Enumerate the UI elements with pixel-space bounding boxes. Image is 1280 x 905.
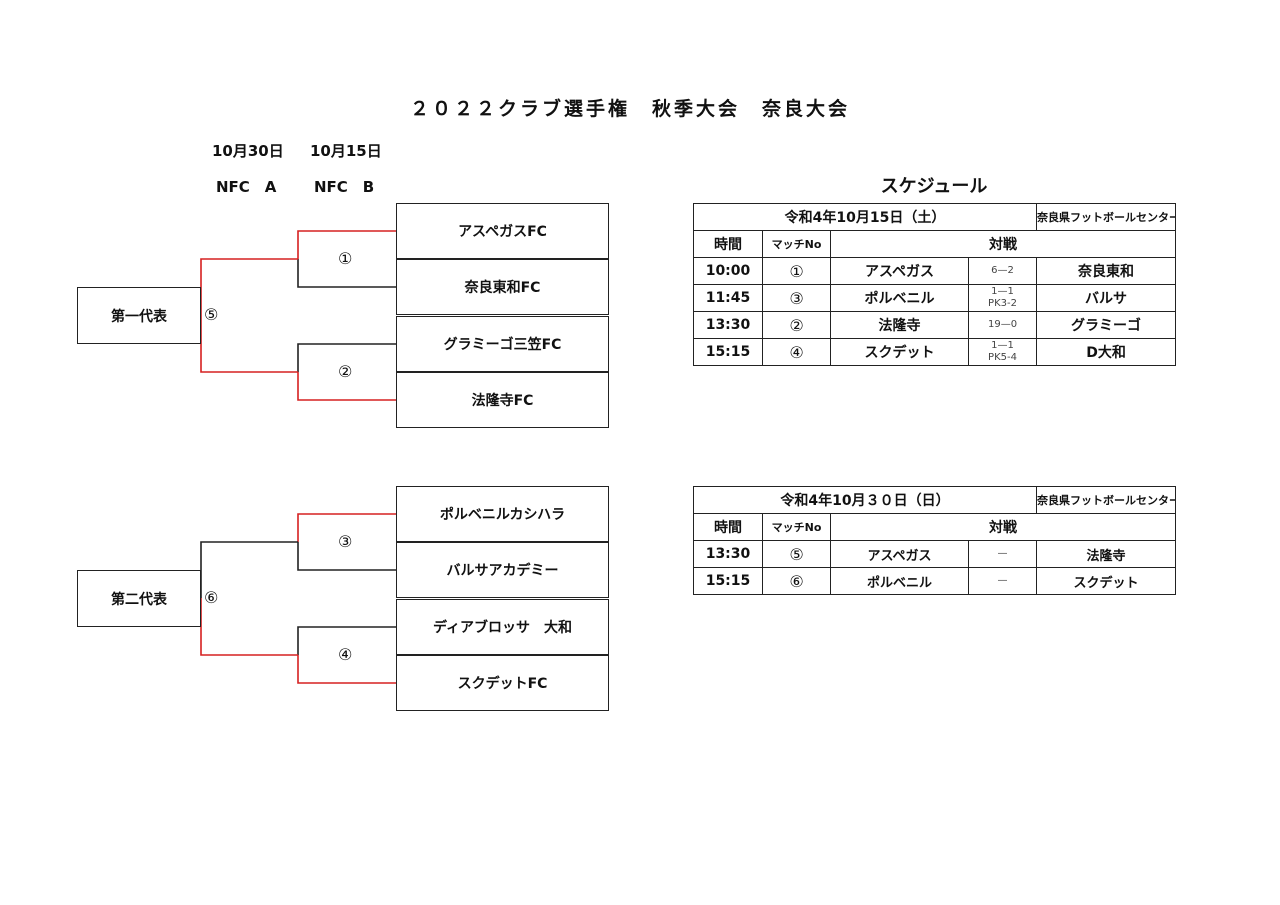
away-team: D大和 [1036, 338, 1177, 366]
table-row: 13:30 ⑤ アスペガス — 法隆寺 [693, 540, 1177, 568]
match-time: 15:15 [693, 567, 763, 595]
bracket2-team-1: ポルベニルカシハラ [396, 486, 609, 542]
away-team: バルサ [1036, 284, 1177, 312]
schedule2-venue: 奈良県フットボールセンターA [1036, 486, 1177, 514]
away-team: 奈良東和 [1036, 257, 1177, 285]
bracket1-team-1: アスペガスFC [396, 203, 609, 259]
match-score: 6—2 [967, 257, 1038, 285]
match-number: ① [762, 257, 831, 285]
schedule1-header-match: マッチNo [762, 230, 831, 258]
score-main: 6—2 [991, 265, 1014, 276]
schedule1-date: 令和4年10月15日（土） [692, 203, 1038, 231]
match-time: 13:30 [693, 311, 763, 339]
match-score: 19—0 [967, 311, 1038, 339]
bracket1-winner-box: 第一代表 [77, 287, 201, 344]
score-pk: PK5-4 [988, 352, 1017, 363]
home-team: 法隆寺 [830, 311, 969, 339]
bracket1-team-3: グラミーゴ三笠FC [396, 316, 609, 372]
bracket2-final-match: ⑥ [204, 588, 219, 607]
home-team: アスペガス [830, 540, 969, 568]
schedule1-venue: 奈良県フットボールセンターB [1036, 203, 1177, 231]
home-team: アスペガス [830, 257, 969, 285]
bracket1-final-match: ⑤ [204, 305, 219, 324]
schedule2-header-time: 時間 [693, 513, 763, 541]
semi-round-venue: NFC B [314, 178, 375, 196]
match-time: 13:30 [693, 540, 763, 568]
score-main: 1—1 [991, 340, 1014, 351]
schedule1-header-versus: 対戦 [829, 230, 1177, 258]
schedule-table-day1: 令和4年10月15日（土） 奈良県フットボールセンターB 時間 マッチNo 対戦… [692, 203, 1177, 366]
match-number: ⑤ [762, 540, 831, 568]
home-team: ポルベニル [830, 567, 969, 595]
match-number: ④ [762, 338, 831, 366]
away-team: グラミーゴ [1036, 311, 1177, 339]
bracket2-team-3: ディアブロッサ 大和 [396, 599, 609, 655]
home-team: スクデット [830, 338, 969, 366]
match-time: 11:45 [693, 284, 763, 312]
schedule1-header-time: 時間 [693, 230, 763, 258]
schedule2-header-match: マッチNo [762, 513, 831, 541]
schedule2-date: 令和4年10月３０日（日） [692, 486, 1038, 514]
page-title: ２０２２クラブ選手権 秋季大会 奈良大会 [409, 98, 850, 120]
bracket2-team-4: スクデットFC [396, 655, 609, 711]
score-pk: PK3-2 [988, 298, 1017, 309]
bracket2-team-2: バルサアカデミー [396, 542, 609, 598]
match-number: ③ [762, 284, 831, 312]
final-round-date: 10月30日 [212, 142, 284, 160]
bracket2-match-1: ③ [338, 532, 353, 551]
schedule-table-day2: 令和4年10月３０日（日） 奈良県フットボールセンターA 時間 マッチNo 対戦… [692, 486, 1177, 595]
score-main: — [997, 548, 1008, 559]
score-main: — [997, 575, 1008, 586]
score-main: 1—1 [991, 286, 1014, 297]
bracket1-team-4: 法隆寺FC [396, 372, 609, 428]
schedule2-header-versus: 対戦 [829, 513, 1177, 541]
final-round-venue: NFC A [216, 178, 277, 196]
bracket-lines [200, 230, 396, 684]
schedule-title: スケジュール [880, 176, 988, 197]
table-row: 15:15 ⑥ ポルベニル — スクデット [693, 567, 1177, 595]
match-score: — [967, 540, 1038, 568]
match-time: 15:15 [693, 338, 763, 366]
home-team: ポルベニル [830, 284, 969, 312]
table-row: 10:00 ① アスペガス 6—2 奈良東和 [693, 257, 1177, 285]
semi-round-date: 10月15日 [310, 142, 382, 160]
table-row: 13:30 ② 法隆寺 19—0 グラミーゴ [693, 311, 1177, 339]
bracket1-team-2: 奈良東和FC [396, 259, 609, 315]
away-team: スクデット [1036, 567, 1177, 595]
bracket2-match-2: ④ [338, 645, 353, 664]
match-score: — [967, 567, 1038, 595]
score-main: 19—0 [987, 319, 1018, 330]
match-number: ② [762, 311, 831, 339]
bracket2-winner-box: 第二代表 [77, 570, 201, 627]
away-team: 法隆寺 [1036, 540, 1177, 568]
match-number: ⑥ [762, 567, 831, 595]
bracket1-match-2: ② [338, 362, 353, 381]
match-time: 10:00 [693, 257, 763, 285]
bracket1-match-1: ① [338, 249, 353, 268]
